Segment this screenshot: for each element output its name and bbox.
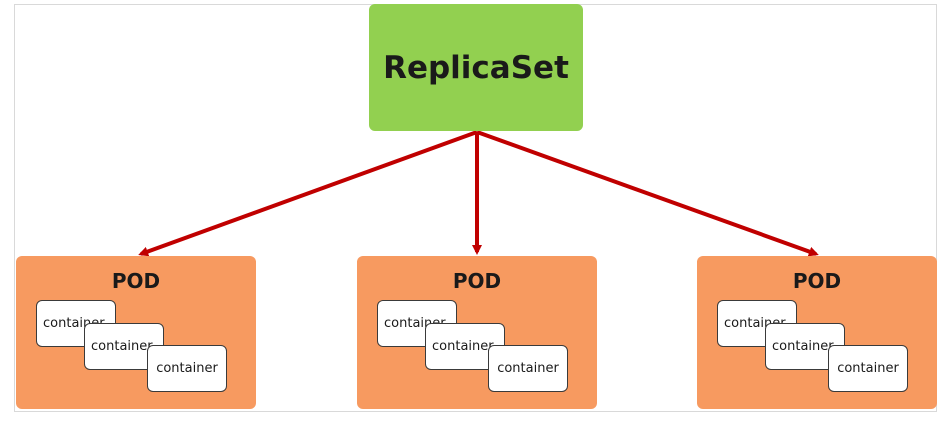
arrow-to-pod-1	[138, 130, 478, 257]
pod-node-2: POD container container container	[357, 256, 597, 409]
container-box: container	[147, 345, 227, 392]
pod-title: POD	[792, 269, 842, 293]
pod-title: POD	[111, 269, 161, 293]
pod-title: POD	[452, 269, 502, 293]
replicaset-node: ReplicaSet	[369, 4, 583, 131]
pod-node-3: POD container container container	[697, 256, 937, 409]
container-box: container	[488, 345, 568, 392]
replicaset-label: ReplicaSet	[383, 49, 569, 86]
pod-node-1: POD container container container	[16, 256, 256, 409]
arrow-to-pod-3	[476, 130, 819, 257]
container-box: container	[828, 345, 908, 392]
